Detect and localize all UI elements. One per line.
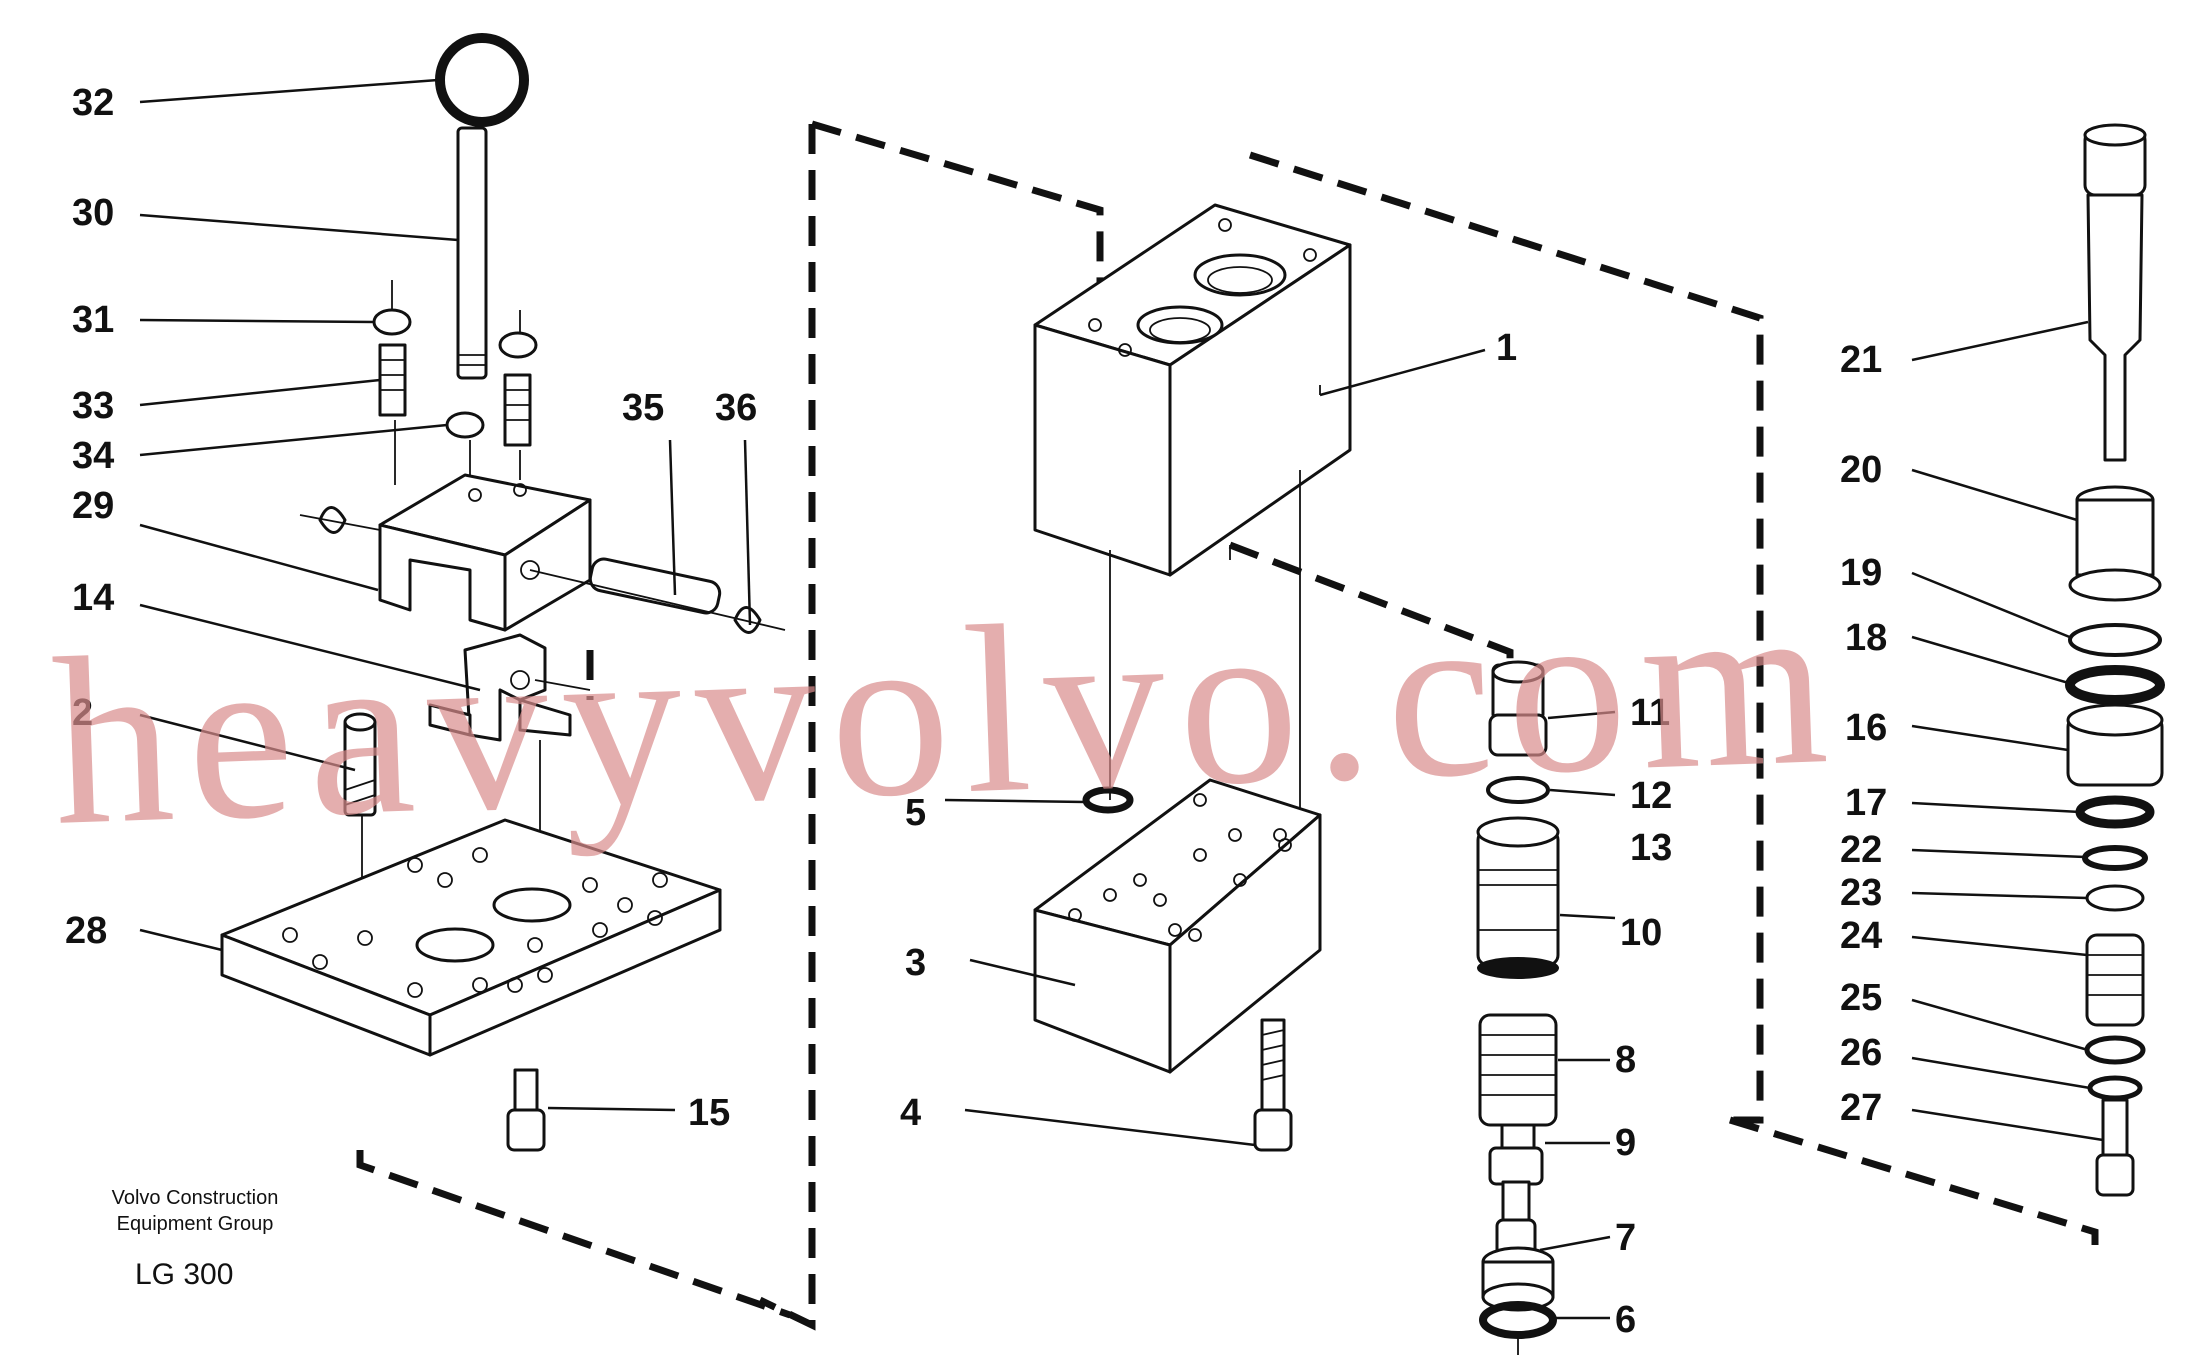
company-label: Volvo Construction Equipment Group bbox=[60, 1185, 330, 1237]
callout-34: 34 bbox=[72, 435, 114, 477]
bolt-15 bbox=[506, 1068, 546, 1152]
handle-assembly bbox=[299, 33, 786, 925]
callout-23: 23 bbox=[1840, 872, 1882, 914]
bolt-4 bbox=[1253, 1018, 1293, 1152]
callout-20: 20 bbox=[1840, 449, 1882, 491]
callout-24: 24 bbox=[1840, 915, 1882, 957]
callout-22: 22 bbox=[1840, 829, 1882, 871]
watermark-text: heavyvolvo.com bbox=[48, 547, 1845, 875]
callout-16: 16 bbox=[1845, 707, 1887, 749]
callout-5: 5 bbox=[905, 792, 926, 834]
company-line-1: Volvo Construction bbox=[111, 1187, 279, 1209]
callout-8: 8 bbox=[1615, 1039, 1636, 1081]
callout-17: 17 bbox=[1845, 782, 1887, 824]
callout-30: 30 bbox=[72, 192, 114, 234]
callout-3: 3 bbox=[905, 942, 926, 984]
callout-33: 33 bbox=[72, 385, 114, 427]
spool-stack bbox=[1476, 660, 1560, 1355]
callout-6: 6 bbox=[1615, 1299, 1636, 1341]
callout-26: 26 bbox=[1840, 1032, 1882, 1074]
callout-29: 29 bbox=[72, 485, 114, 527]
callout-4: 4 bbox=[900, 1092, 921, 1134]
callout-9: 9 bbox=[1615, 1122, 1636, 1164]
assembly-dashed-lines bbox=[356, 120, 2099, 1331]
company-line-2: Equipment Group bbox=[116, 1213, 274, 1235]
callout-2: 2 bbox=[72, 692, 93, 734]
callout-7: 7 bbox=[1615, 1217, 1636, 1259]
callout-13: 13 bbox=[1630, 827, 1672, 869]
callout-32: 32 bbox=[72, 82, 114, 124]
callout-18: 18 bbox=[1845, 617, 1887, 659]
callout-19: 19 bbox=[1840, 552, 1882, 594]
part-number-callouts: 32 30 31 33 34 29 35 36 14 2 28 15 1 5 3… bbox=[65, 82, 1887, 1341]
base-plate bbox=[220, 818, 722, 1057]
callout-12: 12 bbox=[1630, 775, 1672, 817]
callout-15: 15 bbox=[688, 1092, 730, 1134]
lower-block bbox=[1033, 778, 1322, 1074]
callout-28: 28 bbox=[65, 910, 107, 952]
callout-36: 36 bbox=[715, 387, 757, 429]
callout-31: 31 bbox=[72, 299, 114, 341]
callout-25: 25 bbox=[1840, 977, 1882, 1019]
leader-lines bbox=[139, 78, 2104, 1320]
callout-1: 1 bbox=[1496, 327, 1517, 369]
callout-10: 10 bbox=[1620, 912, 1662, 954]
callout-11: 11 bbox=[1630, 692, 1670, 734]
valve-body-block bbox=[1033, 203, 1352, 577]
callout-27: 27 bbox=[1840, 1087, 1882, 1129]
plunger-stack bbox=[2065, 123, 2165, 1197]
drawing-code-label: LG 300 bbox=[135, 1258, 234, 1291]
callout-35: 35 bbox=[622, 387, 664, 429]
callout-21: 21 bbox=[1840, 339, 1882, 381]
callout-14: 14 bbox=[72, 577, 114, 619]
